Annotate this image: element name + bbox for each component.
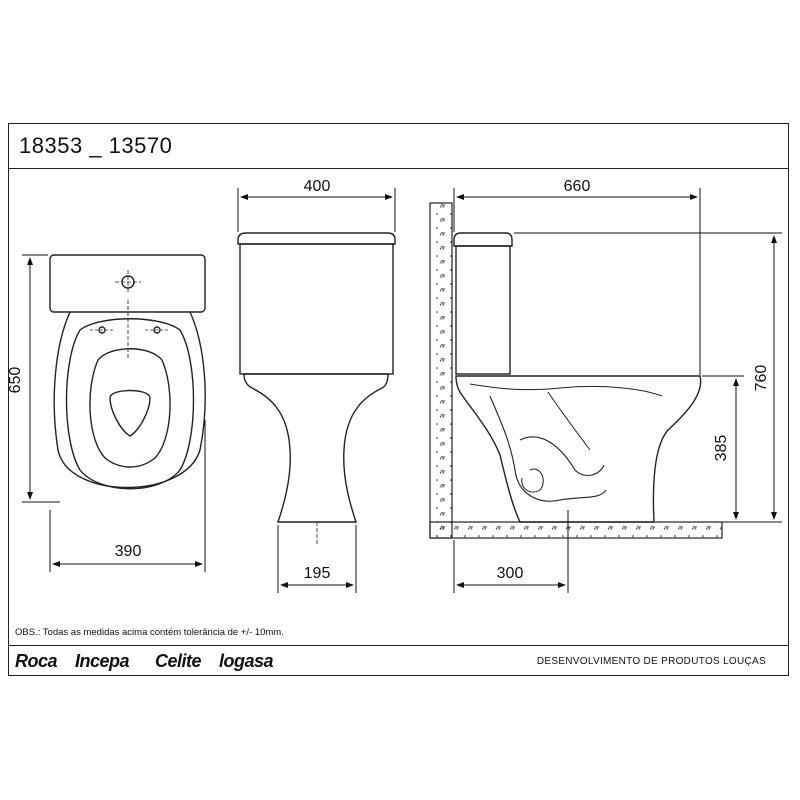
- dim-195: 195: [304, 565, 331, 582]
- seat-outline: [65, 318, 195, 490]
- department-label: DESENVOLVIMENTO DE PRODUTOS LOUÇAS: [536, 656, 766, 667]
- bowl-inner-outline: [89, 348, 171, 468]
- dim-660: 660: [564, 178, 591, 195]
- brand-celite-logo: Celite: [155, 651, 202, 671]
- dim-400: 400: [304, 178, 331, 195]
- tank-body-front: [239, 243, 394, 375]
- header-row: 18353 _ 13570: [9, 124, 788, 169]
- brand-logasa-logo: logasa: [219, 651, 274, 671]
- side-view-dims: [453, 188, 782, 593]
- tank-body-side: [455, 245, 511, 375]
- trapway-outline: [489, 395, 607, 502]
- tank-lid-front: [237, 232, 396, 245]
- product-code: 18353 _ 13570: [19, 133, 173, 158]
- drain-opening: [109, 389, 151, 437]
- side-view-wall: [429, 202, 723, 539]
- footer-row: Roca Incepa Celite logasa DESENVOLVIMENT…: [9, 645, 788, 675]
- dim-300: 300: [497, 565, 524, 582]
- bowl-front-outline: [243, 373, 389, 523]
- top-view: [49, 254, 206, 490]
- side-view: [453, 232, 702, 523]
- bowl-side-outline: [455, 375, 702, 523]
- tank-lid-side: [453, 232, 513, 247]
- bowl-outer-outline: [53, 311, 206, 489]
- dim-385: 385: [713, 435, 730, 462]
- tolerance-note: OBS.: Todas as medidas acima contém tole…: [15, 627, 284, 638]
- front-view: [237, 232, 396, 545]
- floor-section: [429, 521, 723, 539]
- dim-650: 650: [7, 367, 24, 394]
- dim-390: 390: [115, 543, 142, 560]
- top-view-dims: [22, 254, 206, 572]
- dim-760: 760: [753, 365, 770, 392]
- brand-incepa-logo: Incepa: [75, 651, 130, 671]
- drawing-sheet: 18353 _ 13570 OBS.: Todas as medidas aci…: [8, 123, 789, 676]
- wall-section: [429, 202, 453, 539]
- brand-roca-logo: Roca: [15, 651, 58, 671]
- front-view-dims: [237, 188, 396, 593]
- tank-top-outline: [49, 254, 206, 313]
